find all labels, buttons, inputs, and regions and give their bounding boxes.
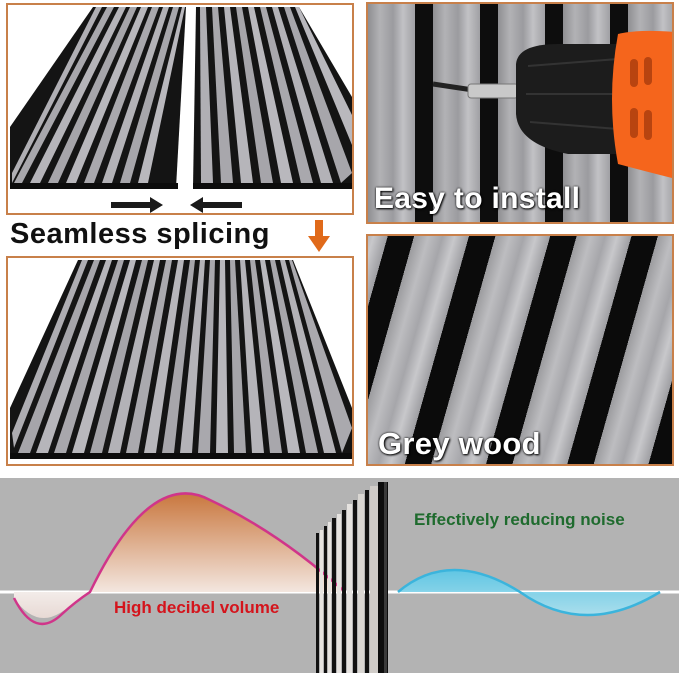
split-panels-image [10,7,352,189]
seamless-splicing-caption: Seamless splicing [10,218,270,250]
reducing-noise-label: Effectively reducing noise [414,510,625,529]
sound-wave-diagram [0,482,679,673]
sound-absorption-diagram: High decibel volume Effectively reducing… [0,478,679,673]
panel-grey-wood: Grey wood [366,234,674,466]
drill-icon [432,30,672,178]
arrow-right-icon [111,197,163,213]
easy-install-caption: Easy to install [374,182,581,215]
high-decibel-label: High decibel volume [114,598,280,617]
grey-wood-caption: Grey wood [378,426,541,461]
arrow-down-icon [308,220,330,252]
arrow-left-icon [190,197,242,213]
panel-joined [6,256,354,466]
panel-easy-install: Easy to install [366,2,674,224]
acoustic-panel-slats [316,482,388,673]
joined-panel-image [10,260,352,459]
panel-split-panels [6,3,354,215]
